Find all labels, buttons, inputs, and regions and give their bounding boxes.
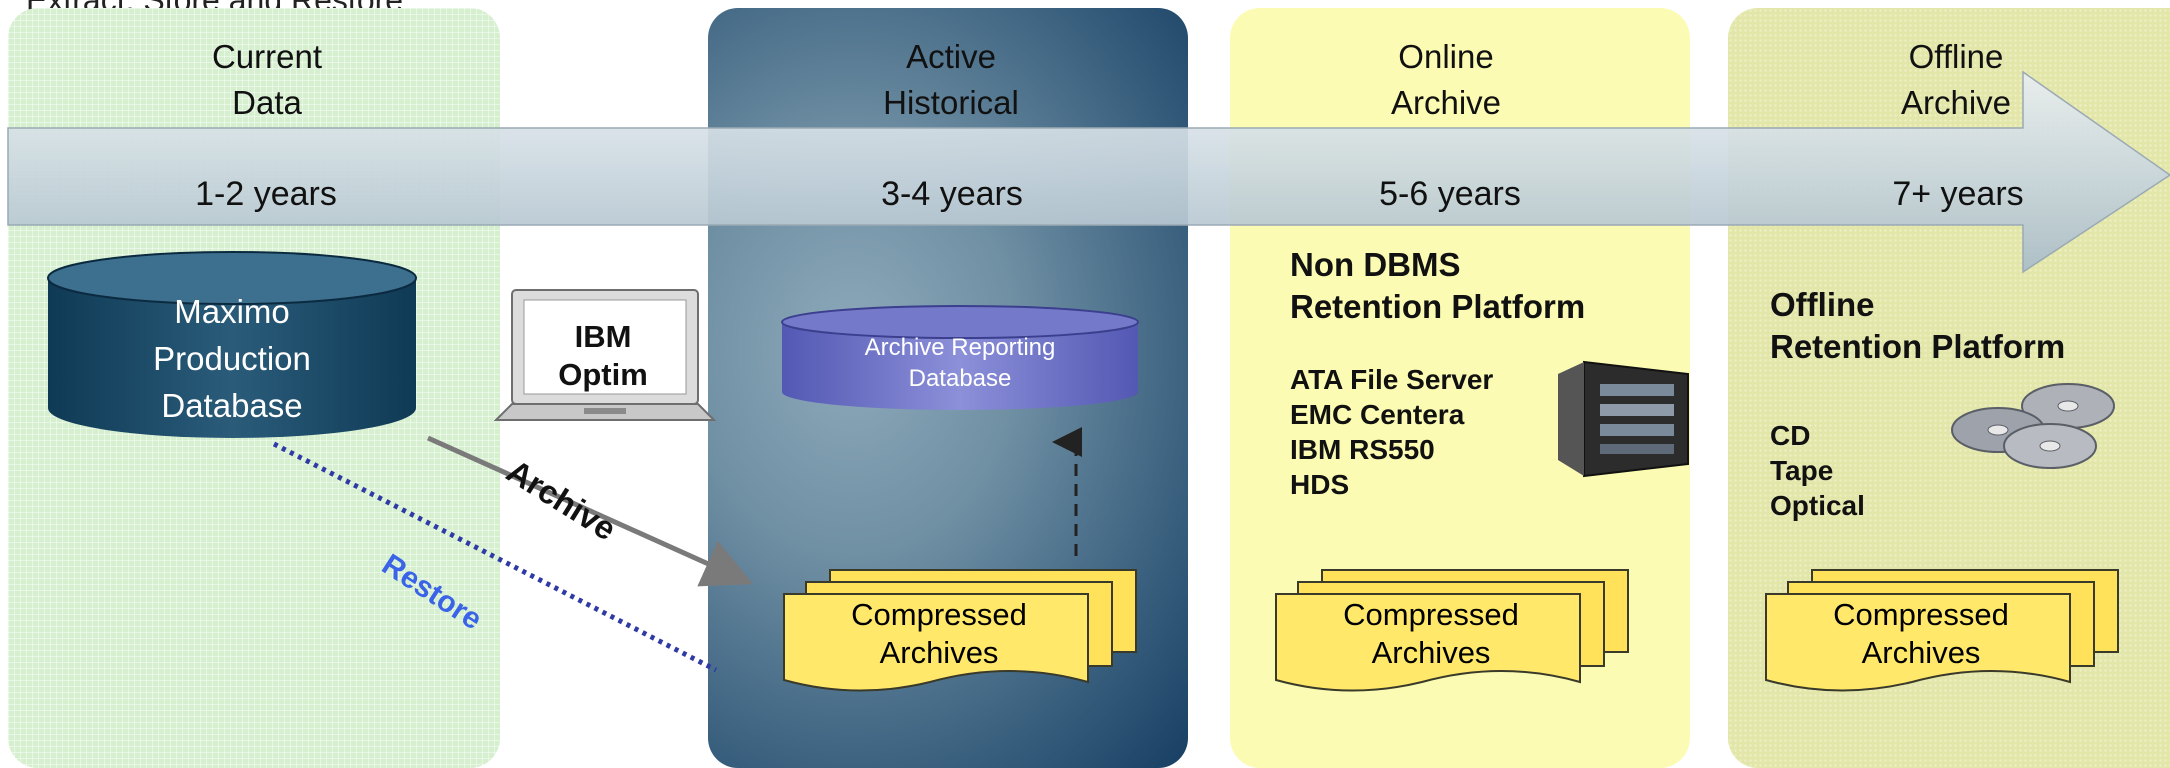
- optical-discs-icon: [1951, 383, 2115, 469]
- document-stack-icon: [1275, 569, 1629, 692]
- online-platform-item: HDS: [1290, 469, 1350, 500]
- offline-platform-item: CD: [1770, 420, 1811, 451]
- compressed-archives-label: Compressed Archives: [1833, 597, 2009, 670]
- stage-title-online: Online Archive: [1390, 38, 1502, 121]
- online-platform-item: EMC Centera: [1290, 399, 1465, 430]
- offline-platform-item: Tape: [1770, 455, 1834, 486]
- years-offline: 7+ years: [1892, 175, 2024, 213]
- archive-flow-arrow: [426, 435, 754, 587]
- laptop-icon: [494, 289, 716, 421]
- restore-flow-line: [272, 441, 718, 673]
- offline-platform-title: Offline Retention Platform: [1770, 286, 2066, 365]
- years-online: 5-6 years: [1379, 175, 1521, 213]
- optim-label: IBM Optim: [558, 319, 648, 392]
- compressed-archives-label: Compressed Archives: [1343, 597, 1519, 670]
- stage-title-current: Current Data: [211, 38, 323, 121]
- offline-platform-item: Optical: [1770, 490, 1865, 521]
- server-tower-icon: [1558, 360, 1689, 478]
- production-database-label: Maximo Production Database: [153, 293, 311, 424]
- document-stack-icon: [783, 569, 1137, 692]
- database-cylinder-icon: [47, 251, 417, 438]
- stage-title-offline: Offline Archive: [1900, 38, 2012, 121]
- document-stack-icon: [1765, 569, 2119, 692]
- compressed-archives-label: Compressed Archives: [851, 597, 1027, 670]
- reporting-database-label: Archive Reporting Database: [864, 334, 1056, 392]
- timeline-arrow: [7, 70, 2170, 274]
- online-platform-item: IBM RS550: [1290, 434, 1435, 465]
- years-active: 3-4 years: [881, 175, 1023, 213]
- flow-arrows: [272, 427, 1082, 673]
- stage-title-active: Active Historical: [883, 38, 1019, 121]
- reporting-database-icon: [781, 305, 1139, 410]
- online-platform-title: Non DBMS Retention Platform: [1290, 246, 1586, 325]
- online-platform-item: ATA File Server: [1290, 364, 1494, 395]
- years-current: 1-2 years: [195, 175, 337, 213]
